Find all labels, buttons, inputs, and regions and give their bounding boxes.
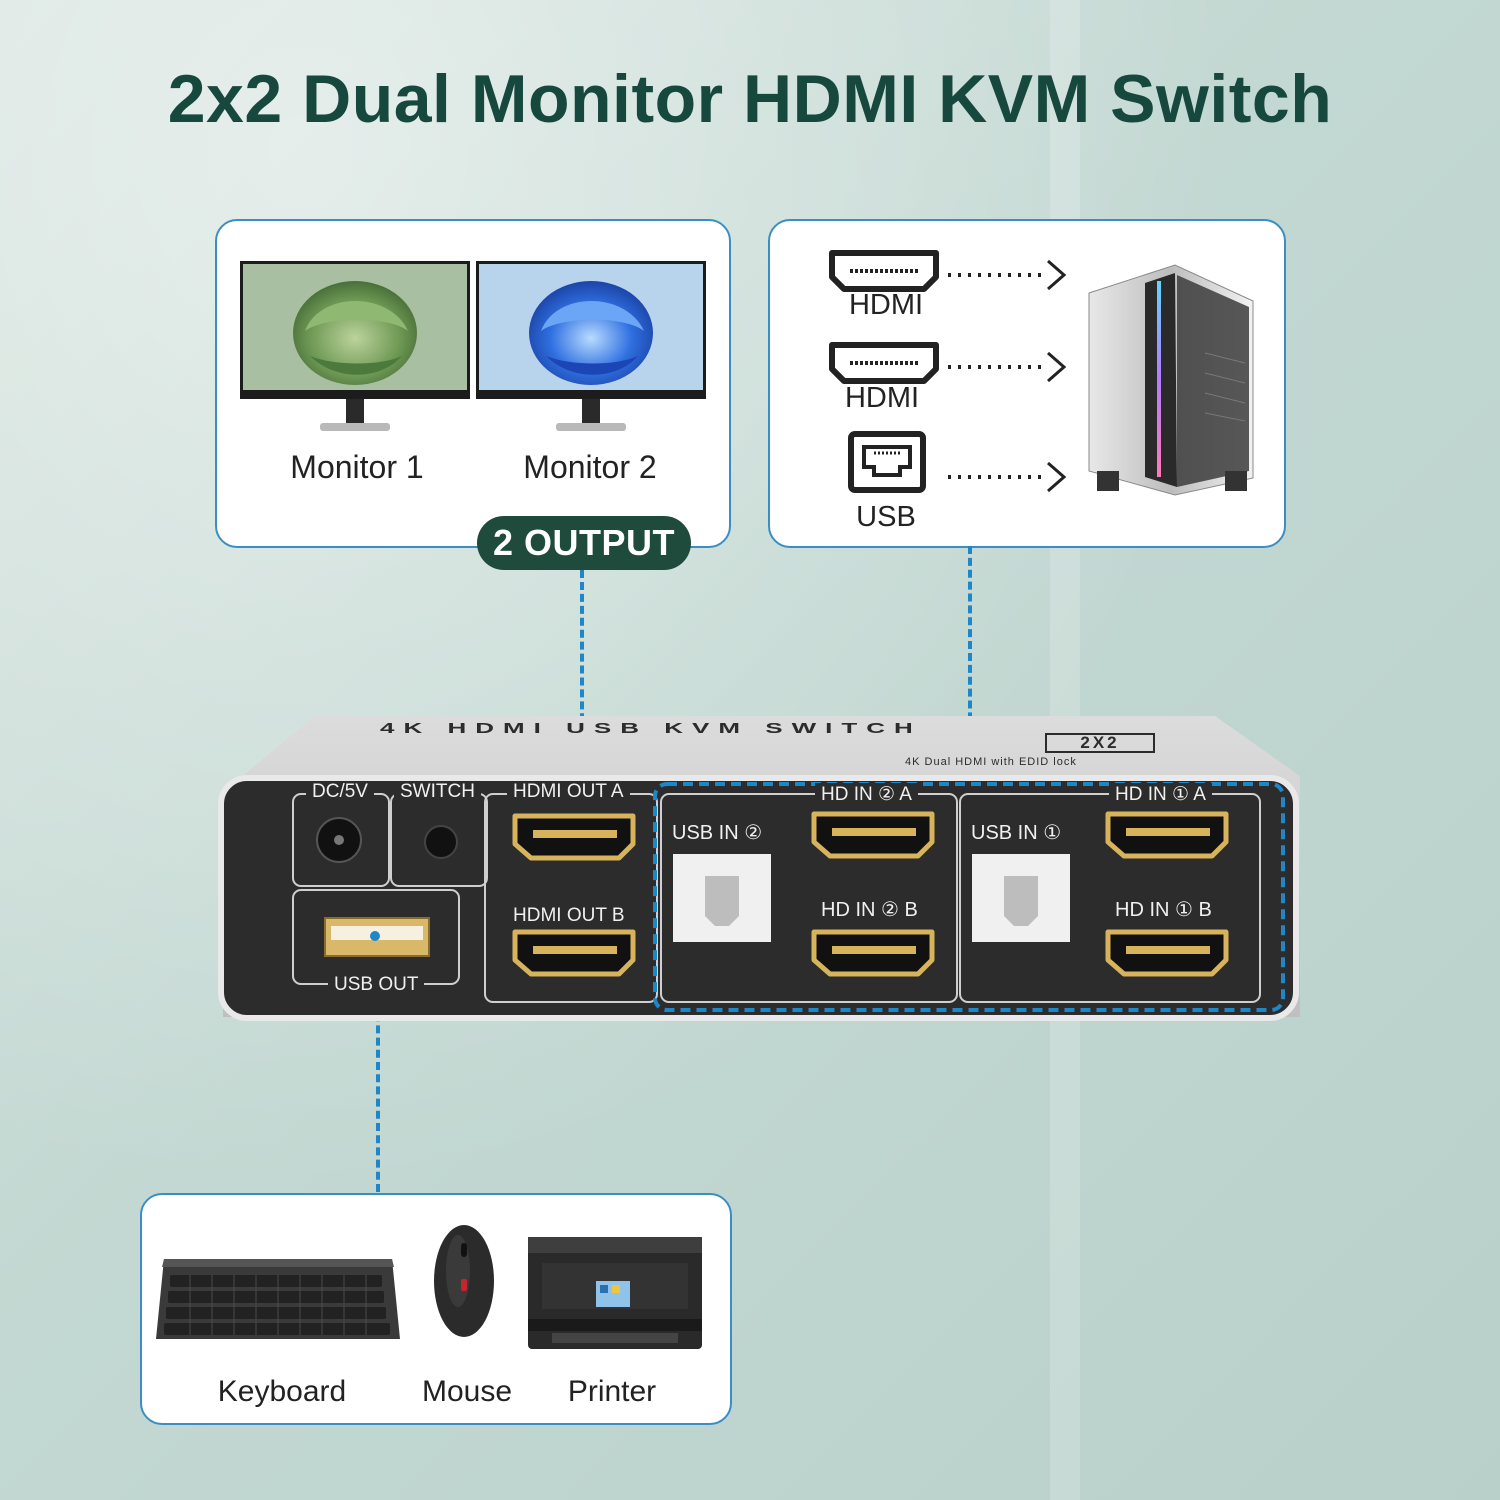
peripheral-label-mouse: Mouse	[421, 1375, 513, 1408]
peripheral-connector-line	[376, 940, 380, 1192]
monitor-1-label: Monitor 1	[290, 449, 424, 485]
usb-port-icon	[848, 431, 926, 493]
input-label-usb: USB	[856, 501, 916, 533]
hdmi-out-a-port	[512, 813, 636, 861]
port-group-outlines	[292, 782, 1285, 1012]
input-connector-line	[968, 546, 972, 756]
peripheral-label-keyboard: Keyboard	[217, 1375, 347, 1408]
hdmi-out-b-port	[512, 929, 636, 977]
monitor-1-illustration	[240, 261, 470, 431]
port-label-hd-in-1a: HD IN ① A	[1109, 783, 1212, 806]
monitor-2-illustration	[476, 261, 706, 431]
printer-illustration	[528, 1237, 702, 1349]
mouse-illustration	[434, 1225, 494, 1337]
arrow-2-icon	[948, 351, 1067, 383]
input-label-hdmi-1: HDMI	[848, 289, 924, 321]
port-label-usb-out: USB OUT	[328, 974, 425, 996]
hd-in-2a-port	[811, 811, 935, 859]
device-top-label: 4K HDMI USB KVM SWITCH	[380, 720, 922, 737]
port-label-usb-in-1: USB IN ①	[971, 822, 1062, 844]
device-model-badge: 2X2	[1045, 733, 1155, 753]
monitor-2-label: Monitor 2	[523, 449, 657, 485]
peripherals-card: Keyboard Mouse Printer	[140, 1193, 732, 1425]
hd-in-1a-port	[1105, 811, 1229, 859]
port-label-switch: SWITCH	[394, 781, 481, 803]
pc-tower-illustration	[1088, 264, 1254, 496]
device-sub-label: 4K Dual HDMI with EDID lock	[905, 756, 1077, 768]
port-label-hd-in-2a: HD IN ② A	[815, 783, 918, 806]
keyboard-illustration	[156, 1259, 400, 1339]
peripheral-label-printer: Printer	[567, 1375, 657, 1408]
hdmi-port-icon	[829, 342, 939, 384]
port-label-hdmi-out-b: HDMI OUT B	[513, 905, 625, 926]
output-badge: 2 OUTPUT	[477, 516, 691, 570]
port-label-usb-in-2: USB IN ②	[672, 822, 763, 844]
page-title: 2x2 Dual Monitor HDMI KVM Switch	[167, 61, 1333, 137]
monitors-card: Monitor 1 Monitor 2	[215, 219, 731, 548]
arrow-1-icon	[948, 259, 1067, 291]
port-label-dc: DC/5V	[306, 781, 374, 803]
hdmi-port-icon	[829, 250, 939, 292]
input-label-hdmi-2: HDMI	[844, 382, 920, 414]
hd-in-1b-port	[1105, 929, 1229, 977]
port-label-hd-in-2b: HD IN ② B	[821, 899, 918, 921]
port-label-hd-in-1b: HD IN ① B	[1115, 899, 1212, 921]
computer-inputs-card: HDMI HDMI USB	[768, 219, 1286, 548]
port-label-hdmi-out-a: HDMI OUT A	[507, 781, 630, 803]
arrow-3-icon	[948, 461, 1067, 493]
hd-in-2b-port	[811, 929, 935, 977]
